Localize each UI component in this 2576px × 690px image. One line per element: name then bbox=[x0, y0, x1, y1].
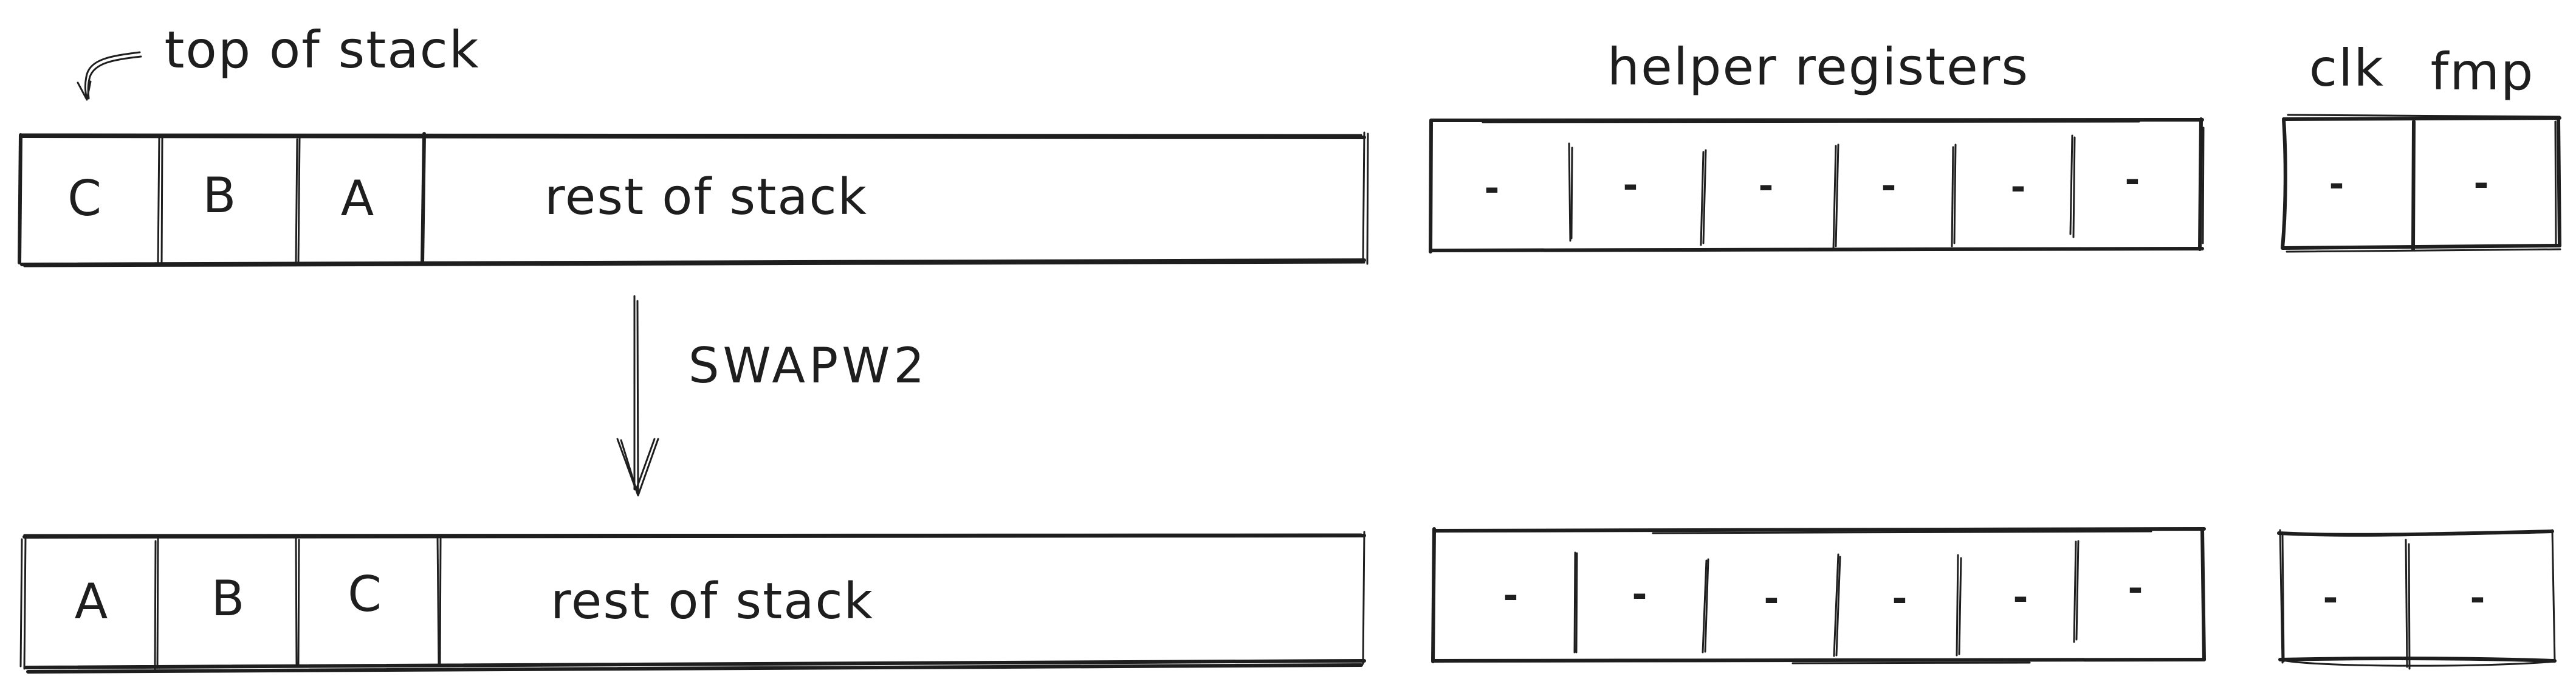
clk-after-value: - bbox=[2323, 577, 2338, 619]
helper-before-reg-3: - bbox=[1758, 165, 1774, 207]
clk-fmp-before bbox=[2281, 114, 2561, 253]
arrow-down-icon bbox=[616, 295, 659, 497]
helper-after-reg-2: - bbox=[1632, 573, 1647, 616]
helper-registers-after bbox=[1431, 527, 2206, 664]
fmp-label: fmp bbox=[2430, 42, 2535, 102]
stack-before-cell-1: C bbox=[67, 170, 101, 227]
stack-before-cell-2: B bbox=[202, 167, 236, 224]
top-of-stack-label: top of stack bbox=[164, 20, 480, 80]
helper-registers-title: helper registers bbox=[1607, 37, 2030, 97]
helper-after-reg-6: - bbox=[2128, 567, 2143, 610]
helper-after-reg-1: - bbox=[1503, 574, 1519, 617]
fmp-before-value: - bbox=[2473, 162, 2489, 205]
clk-label: clk bbox=[2309, 38, 2385, 98]
helper-after-reg-4: - bbox=[1892, 578, 1908, 620]
helper-before-reg-5: - bbox=[2010, 166, 2026, 209]
helper-after-reg-3: - bbox=[1764, 578, 1779, 620]
helper-registers-before bbox=[1429, 117, 2205, 254]
stack-before-rest: rest of stack bbox=[544, 168, 868, 226]
helper-before-reg-1: - bbox=[1484, 167, 1500, 210]
operation-label: SWAPW2 bbox=[688, 337, 929, 394]
fmp-after-value: - bbox=[2470, 577, 2485, 619]
helper-before-reg-6: - bbox=[2124, 159, 2140, 201]
curved-arrow-down-icon bbox=[77, 51, 142, 101]
stack-before-cell-3: A bbox=[340, 170, 374, 227]
stack-after-cell-2: B bbox=[211, 570, 245, 627]
stack-after-rest: rest of stack bbox=[550, 573, 874, 630]
helper-after-reg-5: - bbox=[2013, 576, 2028, 619]
stack-before bbox=[18, 131, 1369, 267]
clk-before-value: - bbox=[2329, 163, 2344, 205]
clk-fmp-after bbox=[2277, 529, 2557, 670]
stack-after bbox=[19, 531, 1366, 674]
stack-after-cell-3: C bbox=[348, 566, 382, 623]
stack-after-cell-1: A bbox=[74, 573, 108, 630]
helper-before-reg-2: - bbox=[1623, 164, 1638, 207]
helper-before-reg-4: - bbox=[1881, 165, 1897, 207]
